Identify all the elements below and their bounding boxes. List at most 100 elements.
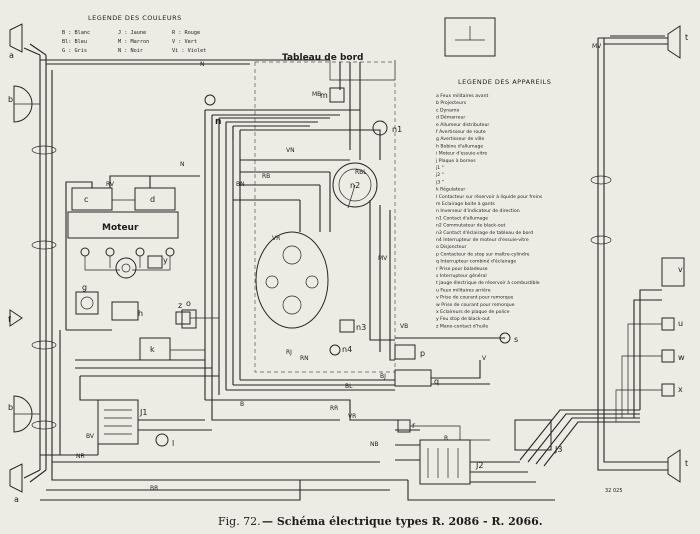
brake-fluid-contact-icon: [155, 433, 169, 447]
wire-label: B: [240, 401, 244, 408]
trailer-socket-icon: [661, 257, 685, 287]
regulator-box: [139, 337, 171, 361]
device-legend-item: i Moteur d'essuie-vitre: [436, 151, 487, 157]
figure-title: — Schéma électrique types R. 2086 - R. 2…: [262, 515, 543, 528]
device-legend-item: q Interrupteur combiné d'éclairage: [436, 258, 516, 265]
terminal-plate-j2: [419, 439, 471, 485]
device-legend-item: k Régulateur: [436, 186, 465, 193]
device-legend-item: n2 Commutateur de black-out: [436, 223, 506, 229]
headlamp-icon: [13, 395, 33, 433]
terminal-plate-j3: [514, 419, 552, 451]
main-harness: [23, 35, 668, 501]
wire-label: RJ: [286, 349, 292, 356]
headlamp-icon: [13, 85, 33, 123]
terminal-plate-j1: [97, 399, 139, 445]
label-o: o: [186, 299, 191, 308]
wire-label: RV: [106, 181, 115, 188]
stop-contact-box: [394, 344, 416, 360]
rear-light-icon: [667, 449, 681, 483]
wire-label: VN: [286, 147, 295, 154]
label-l: l: [172, 439, 174, 448]
blackout-stop-icon: [147, 255, 163, 269]
label-r: r: [412, 421, 416, 430]
front-military-light-icon: [9, 23, 23, 53]
device-legend-item: m Eclairage boite à gants: [436, 200, 495, 207]
label-p: p: [420, 349, 425, 358]
label-a: a: [9, 51, 14, 60]
device-legend-item: t Jauge électrique de réservoir à combus…: [436, 279, 540, 286]
color-legend-item: J : Jaune: [118, 30, 146, 36]
device-legend-item: w Prise de courant pour remorque: [436, 302, 515, 308]
trailer-socket-w-icon: [661, 349, 675, 363]
device-legend-item: n1 Contact d'allumage: [436, 215, 488, 221]
wire-label: BJ: [380, 373, 386, 380]
wire-label: RR: [330, 405, 338, 412]
label-w: w: [678, 353, 685, 362]
figure-number: Fig. 72.: [218, 515, 261, 528]
device-legend-item: y Feu stop de black-out: [436, 316, 490, 322]
label-j1: J1: [139, 408, 147, 417]
device-legend-item: e Allumeur distributeur: [436, 122, 489, 128]
light-switch-box: [394, 369, 432, 387]
color-legend-item: Vi : Violet: [172, 48, 206, 54]
wire-label: N: [180, 161, 185, 168]
plate-light-icon: [661, 383, 675, 397]
label-d: d: [150, 195, 155, 204]
engine-block: Moteur: [67, 211, 179, 279]
label-k: k: [150, 345, 155, 354]
glovebox-light-icon: [329, 87, 345, 103]
label-n4: n4: [342, 345, 352, 354]
label-u: u: [678, 319, 683, 328]
label-n: n: [215, 117, 221, 127]
wire-label: MB: [312, 91, 321, 98]
device-legend-item: f Avertisseur de route: [436, 129, 486, 135]
military-rear-light-icon: [661, 317, 675, 331]
label-z: z: [178, 301, 182, 310]
device-legend: LEGENDE DES APPAREILS a Feux militaires …: [435, 78, 551, 329]
wire-label: RN: [300, 355, 309, 362]
panel-title: Tableau de bord: [282, 53, 363, 63]
engine-label: Moteur: [102, 223, 139, 233]
device-legend-item: b Projecteurs: [436, 100, 467, 106]
label-n1: n1: [392, 125, 402, 134]
components-left: a b f b a c d g h k y: [8, 23, 219, 504]
wire-label: VB: [400, 323, 408, 330]
color-legend: LEGENDE DES COULEURS B : Blanc J : Jaune…: [62, 14, 206, 54]
wire-label: NR: [76, 453, 85, 460]
label-b: b: [8, 95, 13, 104]
instrument-cluster: [255, 231, 329, 329]
ignition-contact-icon: [372, 120, 388, 136]
town-horn-icon: [75, 291, 99, 315]
device-legend-item: j2 ": [435, 172, 444, 178]
device-legend-item: n Inverseur d'indicateur de direction: [436, 208, 520, 214]
wire-label: R: [444, 435, 448, 442]
front-military-light-icon: [9, 463, 23, 493]
wire-label: VR: [348, 413, 356, 420]
label-j2: J2: [475, 461, 483, 470]
starter-box: [134, 187, 176, 211]
wire-label: N: [200, 61, 205, 68]
coil-box: [111, 301, 139, 321]
color-legend-item: M : Marron: [118, 39, 149, 45]
color-legend-item: N : Noir: [118, 48, 143, 54]
device-legend-item: c Dynamo: [436, 107, 459, 113]
wiper-switch-icon: [329, 344, 341, 356]
device-legend-item: o Disjoncteur: [436, 244, 467, 250]
dynamo-box: [71, 187, 113, 211]
color-legend-item: V : Vert: [172, 39, 197, 45]
label-j3: J3: [554, 445, 562, 454]
device-legend-item: d Démarreur: [436, 114, 465, 121]
label-x: x: [678, 385, 683, 394]
components-center: n2 n1 m n o n3 n4 q p r s: [181, 62, 518, 441]
color-legend-item: Bl: Bleu: [62, 39, 87, 45]
label-n3: n3: [356, 323, 366, 332]
device-legend-item: g Avertisseur de ville: [436, 136, 484, 142]
breaker-box: [181, 309, 197, 329]
color-legend-title: LEGENDE DES COULEURS: [88, 14, 182, 22]
label-g: g: [82, 283, 87, 292]
device-legend-item: s Interrupteur général: [436, 272, 487, 279]
wire-label: V: [482, 355, 487, 362]
wire-label: RBL: [355, 169, 367, 176]
device-legend-item: v Prise de courant pour remorque: [436, 295, 514, 301]
wiper-motor-icon: [204, 94, 216, 106]
